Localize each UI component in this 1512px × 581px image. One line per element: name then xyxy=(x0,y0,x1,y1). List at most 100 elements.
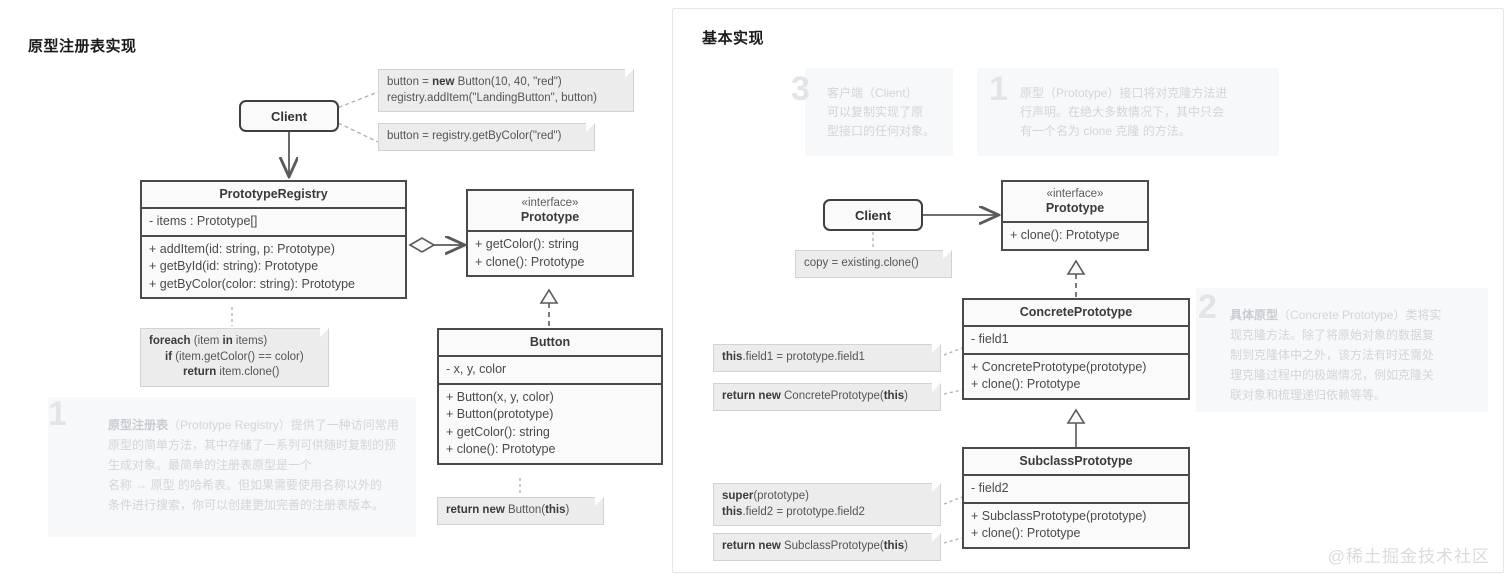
class-prototype-left[interactable]: «interface» Prototype + getColor(): stri… xyxy=(466,189,634,277)
class-name: SubclassPrototype xyxy=(1019,454,1133,468)
method-row: + clone(): Prototype xyxy=(475,254,585,269)
note-keyword-this: this xyxy=(722,505,743,518)
page-title-right: 基本实现 xyxy=(702,30,765,47)
note-text: Button( xyxy=(504,504,546,516)
annotation-line-1-rest: （Concrete Prototype）类将实 xyxy=(1278,308,1442,322)
note-keyword-this: this xyxy=(883,540,905,552)
note-registry-getbycolor: button = registry.getByColor("red") xyxy=(378,123,595,151)
field-row: - x, y, color xyxy=(446,362,507,376)
class-client-left[interactable]: Client xyxy=(239,100,339,132)
note-text: ) xyxy=(904,390,909,402)
note-keyword: return new xyxy=(446,504,505,516)
annotation-number: 3 xyxy=(791,70,810,108)
method-row: + clone(): Prototype xyxy=(1010,228,1120,242)
note-text: items) xyxy=(232,335,268,347)
field-row: - field1 xyxy=(971,332,1009,346)
note-text: ConcretePrototype( xyxy=(780,390,884,402)
note-keyword-in: in xyxy=(222,335,233,347)
class-methods: + clone(): Prototype xyxy=(1003,221,1147,249)
annotation-line-2: 可以复制实现了原 xyxy=(827,105,924,119)
class-client-right-label: Client xyxy=(854,207,892,223)
note-keyword-this: this xyxy=(722,351,743,363)
class-button[interactable]: Button - x, y, color + Button(x, y, colo… xyxy=(437,328,663,465)
page-title-left: 原型注册表实现 xyxy=(28,38,137,55)
note-keyword-if: if xyxy=(165,350,173,363)
class-client-right[interactable]: Client xyxy=(823,199,923,231)
class-subclass-prototype[interactable]: SubclassPrototype - field2 + SubclassPro… xyxy=(962,447,1190,549)
annotation-number: 2 xyxy=(1198,288,1217,326)
note-subclass-clone: return new SubclassPrototype(this) xyxy=(713,533,941,561)
annotation-line-4: 理克隆过程中的极端情况，例如克隆关 xyxy=(1230,368,1435,382)
class-stereotype: «interface» xyxy=(521,197,579,209)
method-row: + Button(x, y, color) xyxy=(446,389,554,404)
annotation-line-1: 客户端（Client） xyxy=(827,86,918,100)
note-text: (prototype) xyxy=(753,490,809,502)
annotation-line-3: 有一个名为 clone 克隆 的方法。 xyxy=(1020,124,1191,138)
note-concrete-ctor: this.field1 = prototype.field1 xyxy=(713,344,941,372)
annotation-prototype-right: 1 原型（Prototype）接口将对克隆方法进 行声明。在绝大多数情况下，其中… xyxy=(977,68,1279,156)
class-prototype-right[interactable]: «interface» Prototype + clone(): Prototy… xyxy=(1001,180,1149,251)
method-row: + SubclassPrototype(prototype) xyxy=(971,508,1147,523)
method-row: + clone(): Prototype xyxy=(446,442,556,456)
class-fields: - field2 xyxy=(964,474,1188,502)
note-registry-additem: button = new Button(10, 40, "red") regis… xyxy=(378,69,634,112)
class-name: Prototype xyxy=(520,210,580,224)
note-subclass-ctor: super(prototype) this.field2 = prototype… xyxy=(713,483,941,526)
method-row: + getById(id: string): Prototype xyxy=(149,259,319,273)
class-fields: - x, y, color xyxy=(439,355,661,383)
note-text: button = xyxy=(387,76,433,88)
annotation-line-4: 名称 → 原型 的哈希表。但如果需要使用名称以外的 xyxy=(108,478,383,492)
annotation-line-2: 现克隆方法。除了将原始对象的数据复 xyxy=(1230,328,1435,342)
note-button-clone: return new Button(this) xyxy=(437,497,604,525)
method-row: + ConcretePrototype(prototype) xyxy=(971,359,1147,374)
class-fields: - items : Prototype[] xyxy=(142,207,405,235)
note-text: .field1 = prototype.field1 xyxy=(742,351,865,363)
method-row: + getColor(): string xyxy=(446,424,550,439)
watermark: @稀土掘金技术社区 xyxy=(1327,547,1490,566)
class-stereotype: «interface» xyxy=(1046,188,1104,200)
class-header: «interface» Prototype xyxy=(468,191,632,230)
note-text: (item.getColor() == color) xyxy=(172,350,304,363)
note-text: (item xyxy=(190,335,223,347)
method-row: + Button(prototype) xyxy=(446,407,554,421)
class-header: Button xyxy=(439,330,661,355)
method-row: + addItem(id: string, p: Prototype) xyxy=(149,241,335,256)
class-name: Prototype xyxy=(1045,201,1105,215)
note-keyword-this: this xyxy=(883,390,905,402)
class-concrete-prototype[interactable]: ConcretePrototype - field1 + ConcretePro… xyxy=(962,298,1190,400)
note-text: item.clone() xyxy=(216,366,280,378)
note-keyword-return: return new xyxy=(722,540,781,552)
class-header: PrototypeRegistry xyxy=(142,182,405,207)
annotation-line-5: 条件进行搜索，你可以创建更加完善的注册表版本。 xyxy=(108,498,385,512)
note-keyword: new xyxy=(432,76,455,88)
note-line-1: button = registry.getByColor("red") xyxy=(387,130,562,142)
class-methods: + ConcretePrototype(prototype) + clone()… xyxy=(964,352,1188,398)
class-prototype-registry[interactable]: PrototypeRegistry - items : Prototype[] … xyxy=(140,180,407,299)
note-keyword-return: return xyxy=(183,366,217,378)
note-keyword-foreach: foreach xyxy=(149,335,191,347)
annotation-line-3: 制到克隆体中之外，该方法有时还需处 xyxy=(1230,348,1435,362)
class-client-left-label: Client xyxy=(270,108,308,124)
annotation-number: 1 xyxy=(48,395,67,433)
note-text: ) xyxy=(904,540,909,552)
annotation-concrete-prototype: 2 具体原型（Concrete Prototype）类将实 现克隆方法。除了将原… xyxy=(1196,288,1488,412)
class-methods: + addItem(id: string, p: Prototype) + ge… xyxy=(142,234,405,298)
note-text-2: Button(10, 40, "red") xyxy=(454,76,562,88)
field-row: - items : Prototype[] xyxy=(149,214,258,228)
class-header: SubclassPrototype xyxy=(964,449,1188,474)
note-keyword-super: super xyxy=(722,490,754,502)
field-row: - field2 xyxy=(971,481,1009,495)
annotation-line-3: 型接口的任何对象。 xyxy=(827,124,936,138)
annotation-prototype-registry: 1 原型注册表（Prototype Registry）提供了一种访问常用 原型的… xyxy=(48,397,416,537)
note-concrete-clone: return new ConcretePrototype(this) xyxy=(713,383,941,411)
note-line-1: copy = existing.clone() xyxy=(804,257,919,269)
class-methods: + SubclassPrototype(prototype) + clone()… xyxy=(964,501,1188,547)
note-client-copy: copy = existing.clone() xyxy=(795,250,952,278)
note-text: .field2 = prototype.field2 xyxy=(742,505,865,518)
method-row: + getByColor(color: string): Prototype xyxy=(149,276,355,291)
note-keyword-this: this xyxy=(545,504,566,516)
class-name: Button xyxy=(529,335,571,349)
note-text: ) xyxy=(565,504,570,516)
annotation-line-3: 生成对象。最简单的注册表原型是一个 xyxy=(108,458,313,472)
